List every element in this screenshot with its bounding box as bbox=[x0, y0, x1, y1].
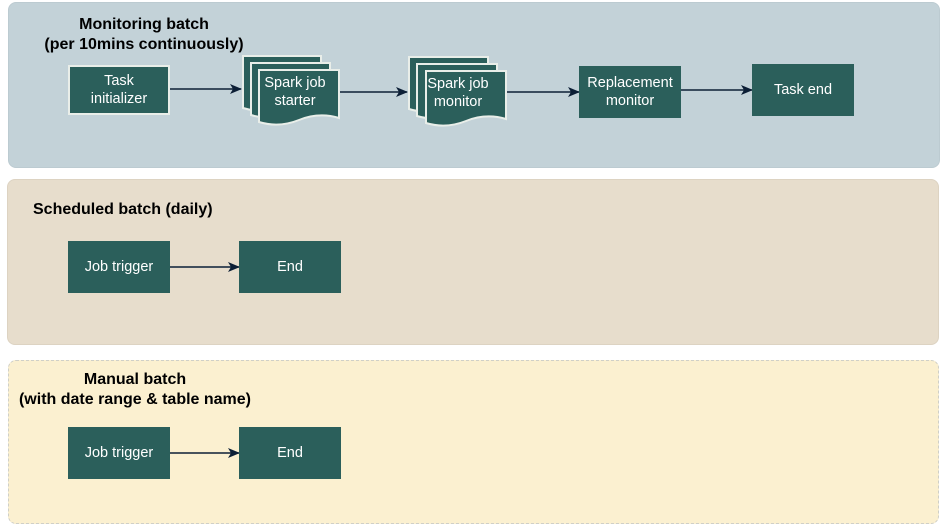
task-end-node[interactable]: Task end bbox=[752, 64, 854, 116]
replacement-monitor-node[interactable]: Replacement monitor bbox=[579, 66, 681, 118]
scheduled-job-trigger-node[interactable]: Job trigger bbox=[68, 241, 170, 293]
scheduled-batch-title: Scheduled batch (daily) bbox=[33, 201, 213, 218]
monitoring-title-line1: Monitoring batch bbox=[79, 16, 209, 33]
replacement-monitor-line1: Replacement bbox=[587, 75, 673, 91]
task-initializer-node[interactable]: Task initializer bbox=[68, 65, 170, 115]
monitoring-title-line2: (per 10mins continuously) bbox=[44, 36, 244, 53]
task-initializer-line1: Task bbox=[104, 73, 134, 89]
spark-job-monitor-line1: Spark job bbox=[427, 76, 489, 92]
monitoring-batch-title: Monitoring batch (per 10mins continuousl… bbox=[10, 15, 278, 55]
spark-job-starter-node[interactable]: Spark job starter bbox=[255, 74, 335, 110]
spark-job-starter-line2: starter bbox=[274, 93, 316, 109]
manual-title-line1: Manual batch bbox=[83, 371, 187, 388]
manual-end-node[interactable]: End bbox=[239, 427, 341, 479]
scheduled-end-node[interactable]: End bbox=[239, 241, 341, 293]
spark-job-monitor-node[interactable]: Spark job monitor bbox=[418, 75, 498, 111]
manual-job-trigger-node[interactable]: Job trigger bbox=[68, 427, 170, 479]
replacement-monitor-line2: monitor bbox=[605, 93, 655, 109]
manual-batch-title: Manual batch (with date range & table na… bbox=[2, 370, 268, 410]
manual-title-line2: (with date range & table name) bbox=[18, 391, 252, 408]
spark-job-starter-line1: Spark job bbox=[264, 75, 326, 91]
task-initializer-line2: initializer bbox=[90, 91, 148, 107]
spark-job-monitor-line2: monitor bbox=[433, 94, 483, 110]
